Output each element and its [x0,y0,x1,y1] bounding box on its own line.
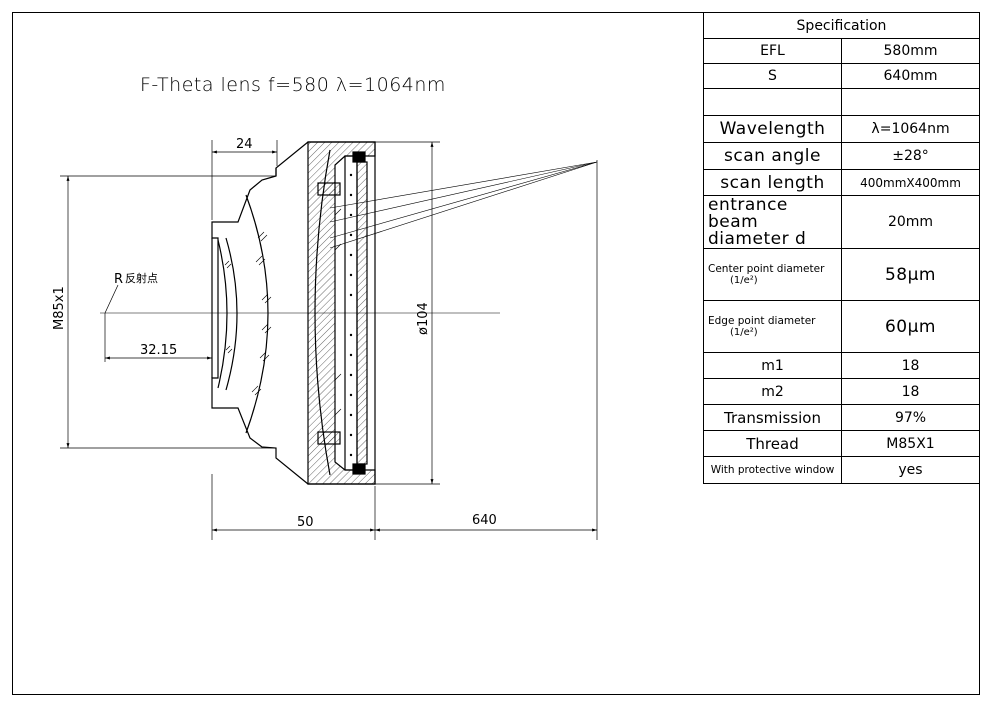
spec-value-center-diameter: 58μm [841,248,980,301]
spec-label-protective-window: With protective window [703,456,842,484]
spec-label-scan-length: scan length [703,169,842,196]
dim-640-label: 640 [472,513,497,528]
window-dots [349,173,353,457]
spec-value-m1: 18 [841,352,980,379]
glass-hatching [224,208,342,416]
reflect-point-cn: 反射点 [125,271,158,285]
spec-label-wavelength: Wavelength [703,115,842,143]
spec-value-s: 640mm [841,63,980,89]
lens-housing [211,141,376,485]
spec-header: Specification [703,12,980,39]
spec-value-thread: M85X1 [841,430,980,457]
dim-104 [375,141,440,485]
dim-m85 [60,175,276,449]
dim-104-label: ø104 [416,302,431,335]
dim-50-label: 50 [297,515,314,530]
spec-label-thread: Thread [703,430,842,457]
spec-value-protective-window: yes [841,456,980,484]
spec-value-m2: 18 [841,378,980,405]
spec-label-scan-angle: scan angle [703,142,842,170]
reflect-point-r: R [114,272,123,287]
spec-value-scan-angle: ±28° [841,142,980,170]
spec-value-transmission: 97% [841,404,980,431]
spec-label-transmission: Transmission [703,404,842,431]
drawing-frame [12,12,980,695]
spec-value-efl: 580mm [841,38,980,64]
drawing-title: F-Theta lens f=580 λ=1064nm [140,74,446,96]
spec-table: Specification EFL 580mm S 640mm Waveleng… [703,12,980,484]
spec-label-s: S [703,63,842,89]
dim-50-640 [211,160,598,540]
spec-label-center-diameter: Center point diameter (1/e²) [703,248,842,301]
dim-m85-label: M85x1 [52,286,67,330]
spec-label-m1: m1 [703,352,842,379]
spec-label-center-diameter-text: Center point diameter [708,263,825,275]
spec-label-entrance-beam: entrance beam diameter d [703,195,842,249]
spec-label-edge-diameter: Edge point diameter (1/e²) [703,300,842,353]
scan-rays [329,161,598,249]
spec-value-entrance-beam: 20mm [841,195,980,249]
spec-value-wavelength: λ=1064nm [841,115,980,143]
spec-label-m2: m2 [703,378,842,405]
spec-value-empty [841,88,980,116]
reflect-point-leader [104,284,119,362]
spec-label-edge-diameter-text: Edge point diameter [708,315,816,327]
spec-label-center-diameter-sub: (1/e²) [730,275,758,286]
spec-value-scan-length: 400mmX400mm [841,169,980,196]
spec-value-edge-diameter: 60μm [841,300,980,353]
dim-24 [211,140,278,220]
spec-label-edge-diameter-sub: (1/e²) [730,327,758,338]
spec-label-empty [703,88,842,116]
dim-3215-label: 32.15 [140,343,177,358]
spec-label-efl: EFL [703,38,842,64]
dim-24-label: 24 [236,137,253,152]
